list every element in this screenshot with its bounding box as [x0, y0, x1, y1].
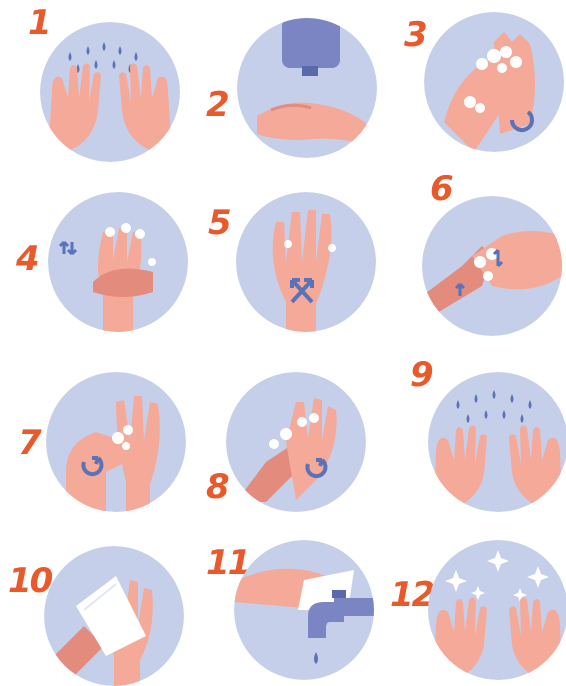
- dry-with-towel-icon: [44, 546, 184, 686]
- step-number: 3: [404, 18, 426, 52]
- step-number: 7: [18, 426, 40, 460]
- thumbs-rotation-icon: [422, 196, 562, 336]
- back-of-hands-icon: [48, 192, 188, 332]
- clean-hands-sparkle-icon: [428, 540, 566, 680]
- step-number: 8: [206, 470, 228, 504]
- soap-dispenser-icon: [237, 18, 377, 158]
- step-number: 9: [410, 358, 432, 392]
- step-number: 12: [390, 578, 433, 612]
- water-drops-on-hands-icon: [40, 22, 180, 162]
- step-number: 5: [208, 206, 230, 240]
- step-number: 10: [8, 564, 51, 598]
- lather-palms-icon: [424, 12, 564, 152]
- fingertips-palm-icon: [46, 372, 186, 512]
- step-number: 2: [206, 88, 228, 122]
- interlaced-fingers-icon: [236, 192, 376, 332]
- step-number: 6: [430, 172, 452, 206]
- step-number: 4: [16, 242, 38, 276]
- rub-wrists-icon: [226, 372, 366, 512]
- rinse-hands-icon: [428, 372, 566, 512]
- turn-off-tap-with-towel-icon: [234, 540, 374, 680]
- step-number: 1: [28, 6, 50, 40]
